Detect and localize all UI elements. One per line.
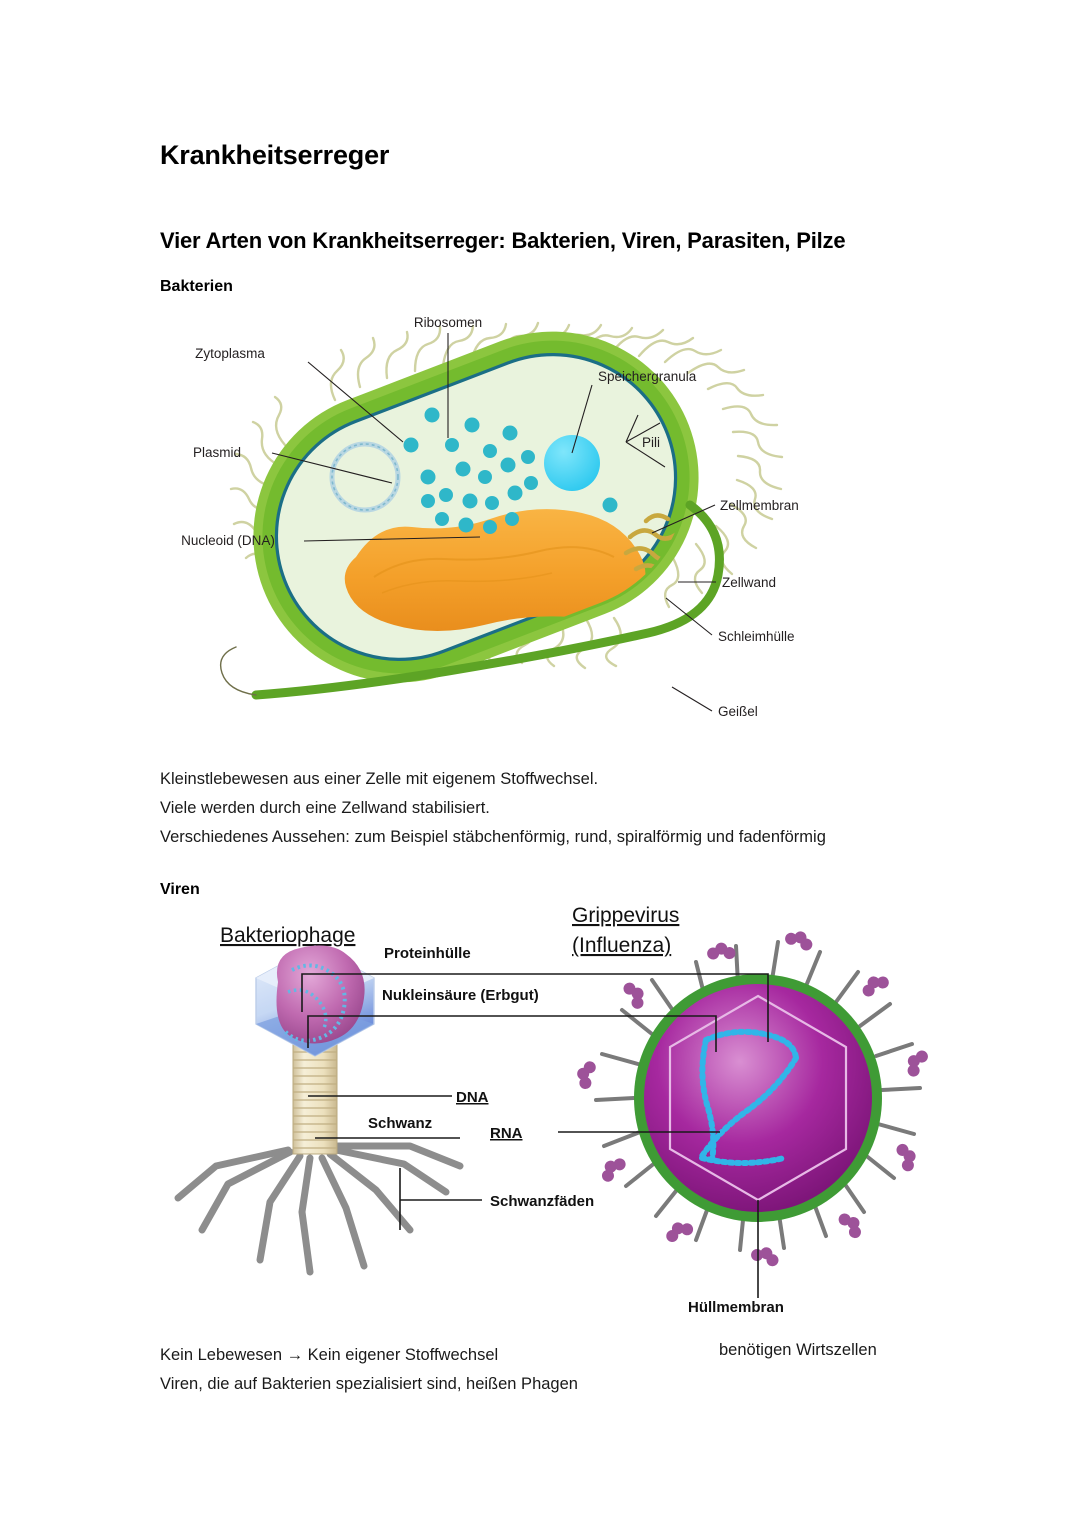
label-schwanz: Schwanz (368, 1115, 432, 1132)
virus-leader-lines (301, 973, 769, 1298)
label-plasmid: Plasmid (193, 445, 241, 460)
influenza-hemagglutinin-knobs (577, 931, 928, 1267)
label-speichergranula: Speichergranula (598, 369, 697, 384)
label-bakteriophage: Bakteriophage (220, 924, 355, 947)
label-huellmembran: Hüllmembran (688, 1299, 784, 1316)
label-grippevirus-line2: (Influenza) (572, 934, 671, 957)
label-nukleinsaeure: Nukleinsäure (Erbgut) (382, 987, 539, 1004)
virus-text-right: benötigen Wirtszellen (719, 1341, 877, 1359)
bacteria-text-line-3: Verschiedenes Aussehen: zum Beispiel stä… (160, 828, 826, 846)
label-pili: Pili (642, 435, 660, 450)
label-dna: DNA (456, 1089, 489, 1106)
bacteria-text-line-1: Kleinstlebewesen aus einer Zelle mit eig… (160, 770, 599, 788)
storage-granule (544, 435, 600, 491)
bacteria-text-line-2: Viele werden durch eine Zellwand stabili… (160, 799, 490, 817)
virus-text-line-2: Viren, die auf Bakterien spezialisiert s… (160, 1375, 578, 1393)
label-proteinhuelle: Proteinhülle (384, 945, 471, 962)
heading-viren: Viren (160, 881, 200, 898)
ribosomes (403, 407, 618, 534)
label-zellmembran: Zellmembran (720, 498, 799, 513)
influenza-rna (699, 1028, 799, 1166)
label-schwanzfaeden: Schwanzfäden (490, 1193, 594, 1210)
label-grippevirus-line1: Grippevirus (572, 904, 679, 927)
label-rna: RNA (490, 1125, 523, 1142)
label-geissel: Geißel (718, 704, 758, 719)
label-ribosomen: Ribosomen (414, 315, 482, 330)
section-subtitle: Vier Arten von Krankheitserreger: Bakter… (160, 228, 846, 253)
phage-tail-fibers (174, 1142, 464, 1276)
label-schleimhuelle: Schleimhülle (718, 629, 795, 644)
page-title: Krankheitserreger (160, 140, 390, 170)
plasmid-ring (329, 441, 401, 513)
label-zellwand: Zellwand (722, 575, 776, 590)
influenza-body (644, 984, 872, 1212)
bacteria-leader-lines (271, 333, 716, 712)
virus-text-line-1: Kein Lebewesen → Kein eigener Stoffwechs… (160, 1346, 499, 1364)
bacteria-diagram: Zytoplasma Plasmid Nucleoid (DNA) Riboso… (160, 305, 920, 755)
label-zytoplasma: Zytoplasma (195, 346, 265, 361)
label-nucleoid: Nucleoid (DNA) (181, 533, 275, 548)
influenza-virus (577, 931, 928, 1267)
nucleoid-dna (344, 509, 646, 631)
virus-diagram: Bakteriophage Grippevirus (Influenza) (160, 900, 928, 1330)
heading-bakterien: Bakterien (160, 278, 233, 295)
flagellum (219, 500, 724, 700)
